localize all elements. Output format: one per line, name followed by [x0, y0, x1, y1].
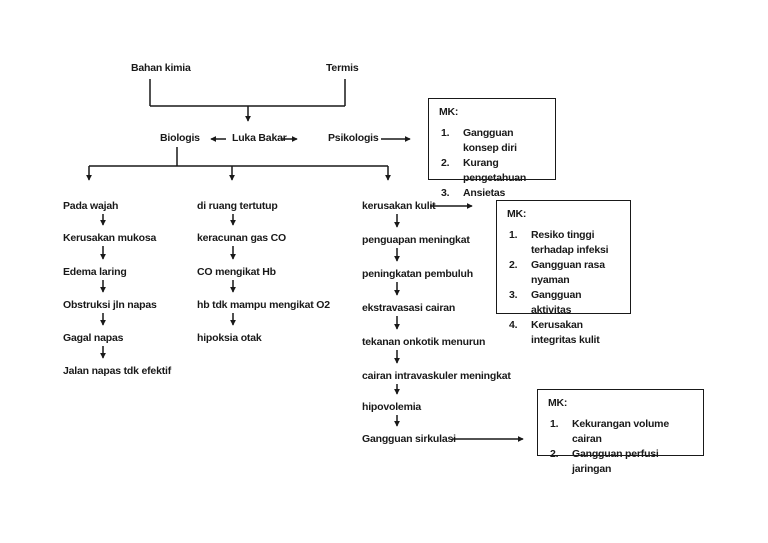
mk-list-item: Kekurangan volume cairan — [550, 417, 669, 445]
mk-list: Gangguan konsep diri Kurang pengetahuan … — [439, 126, 549, 201]
mk-box-psikologis: MK: Gangguan konsep diri Kurang pengetah… — [428, 98, 556, 201]
node-hipovolemia: hipovolemia — [362, 401, 422, 413]
mk-list-item: Kurang pengetahuan — [441, 156, 527, 184]
node-penguapan-meningkat: penguapan meningkat — [362, 234, 470, 246]
node-edema-laring: Edema laring — [63, 266, 127, 278]
mk-list-item: Gangguan konsep diri — [441, 126, 517, 154]
mk-list-item: Kerusakan integritas kulit — [509, 318, 600, 346]
node-tekanan-onkotik-menurun: tekanan onkotik menurun — [362, 336, 486, 348]
mk-box-kerusakan-kulit: MK: Resiko tinggi terhadap infeksi Gangg… — [496, 200, 631, 346]
mk-list-item: Gangguan rasa nyaman — [509, 258, 605, 286]
node-kerusakan-kulit: kerusakan kulit — [362, 200, 436, 212]
mk-list-item: Gangguan aktivitas — [509, 288, 582, 316]
node-luka-bakar: Luka Bakar — [232, 132, 287, 144]
node-gagal-napas: Gagal napas — [63, 332, 124, 344]
node-co-mengikat-hb: CO mengikat Hb — [197, 266, 276, 278]
mk-box-title: MK: — [439, 106, 459, 118]
node-obstruksi-jln-napas: Obstruksi jln napas — [63, 299, 157, 311]
node-psikologis: Psikologis — [328, 132, 379, 144]
node-hipoksia-otak: hipoksia otak — [197, 332, 262, 344]
node-ekstravasasi-cairan: ekstravasasi cairan — [362, 302, 456, 314]
mk-list: Resiko tinggi terhadap infeksi Gangguan … — [507, 228, 624, 348]
node-biologis: Biologis — [160, 132, 200, 144]
node-cairan-intravaskuler-meningkat: cairan intravaskuler meningkat — [362, 370, 511, 382]
node-keracunan-gas-co: keracunan gas CO — [197, 232, 287, 244]
node-termis: Termis — [326, 62, 359, 74]
mk-list-item: Ansietas — [441, 186, 506, 201]
mk-box-gangguan-sirkulasi: MK: Kekurangan volume cairan Gangguan pe… — [537, 389, 704, 475]
node-bahan-kimia: Bahan kimia — [131, 62, 191, 74]
node-kerusakan-mukosa: Kerusakan mukosa — [63, 232, 157, 244]
node-di-ruang-tertutup: di ruang tertutup — [197, 200, 278, 212]
node-pada-wajah: Pada wajah — [63, 200, 119, 212]
node-jalan-napas-tdk-efektif: Jalan napas tdk efektif — [63, 365, 172, 377]
mk-box-title: MK: — [548, 397, 568, 409]
mk-box-title: MK: — [507, 208, 527, 220]
node-gangguan-sirkulasi: Gangguan sirkulasi — [362, 433, 456, 445]
node-peningkatan-pembuluh: peningkatan pembuluh — [362, 268, 473, 280]
mk-list-item: Resiko tinggi terhadap infeksi — [509, 228, 609, 256]
mk-list-item: Gangguan perfusi jaringan — [550, 447, 659, 475]
node-hb-tdk-mampu-mengikat-o2: hb tdk mampu mengikat O2 — [197, 299, 330, 311]
mk-list: Kekurangan volume cairan Gangguan perfus… — [548, 417, 697, 477]
